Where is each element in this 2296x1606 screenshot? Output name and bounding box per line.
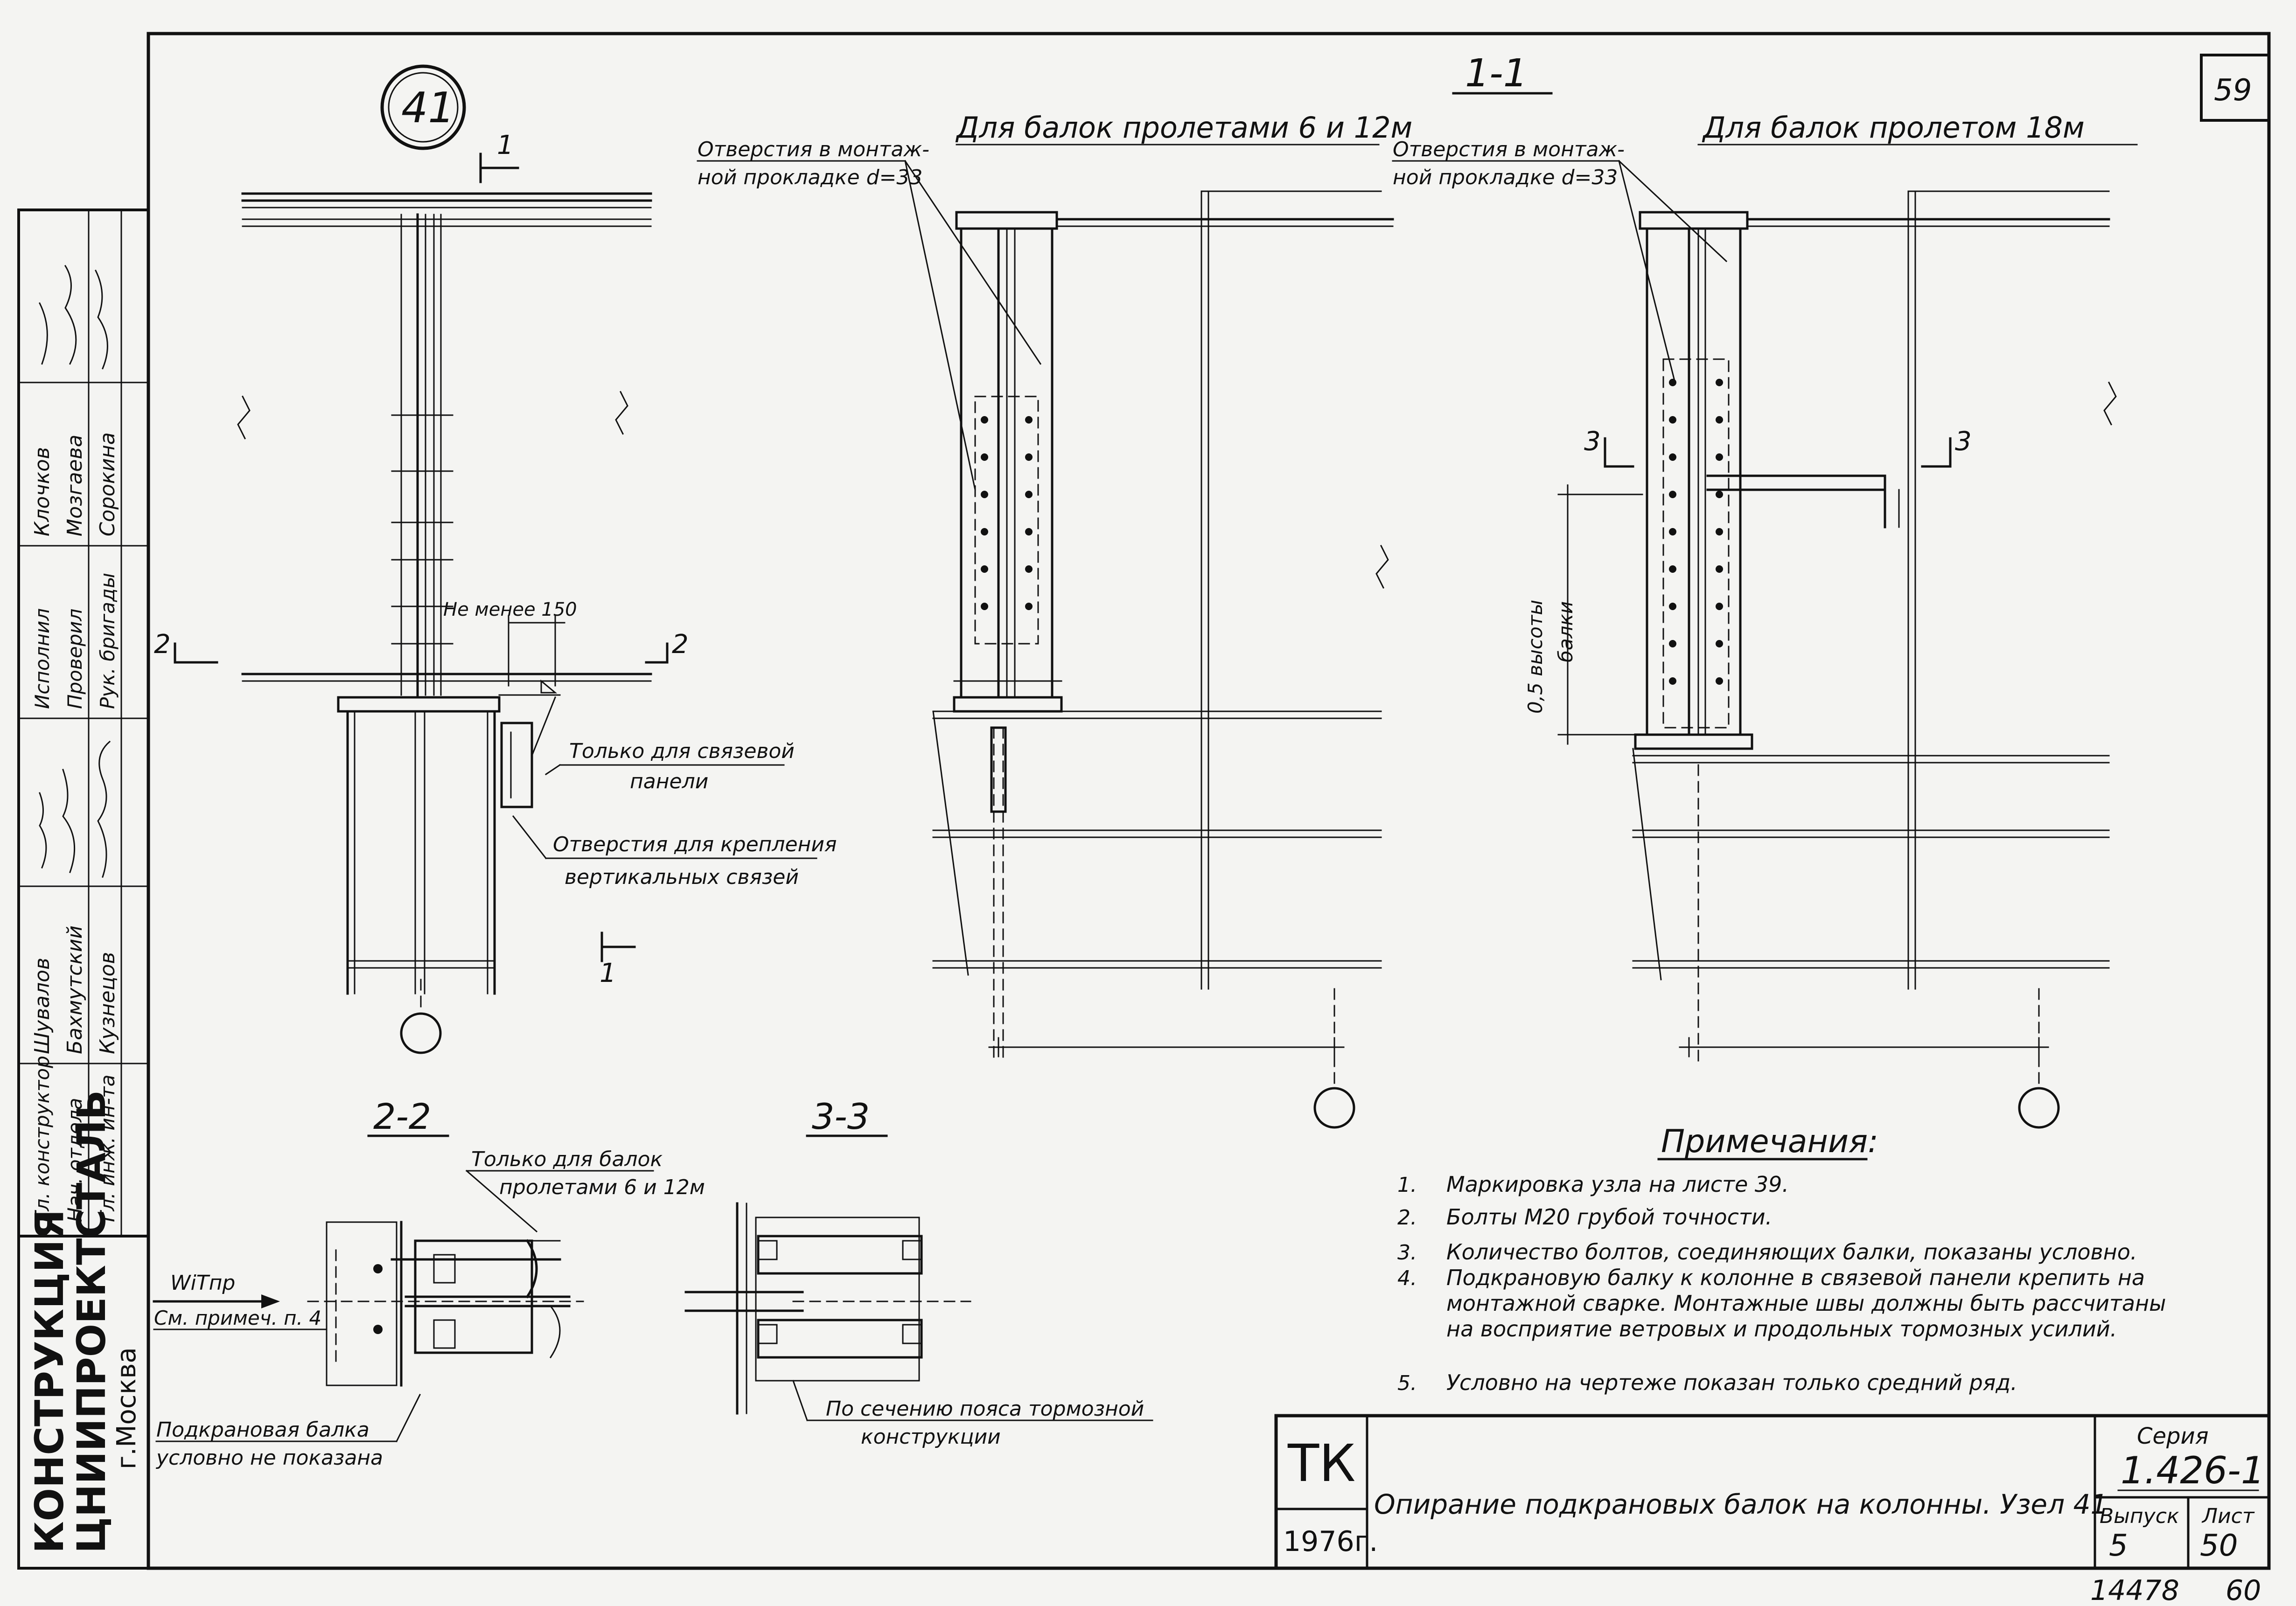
bolt-row [391,405,454,645]
corner-sheet-number: 59 [2214,73,2252,108]
role-chief-engineer: Гл. инж. ин-та [96,1075,119,1222]
label-holes-pad-2a: ной прокладке d=33 [698,166,922,189]
note-4-text: Подкрановую балку к колонне в связевой п… [1446,1265,2145,1290]
note-4-text-b: монтажной сварке. Монтажные швы должны б… [1446,1291,2166,1316]
sheet-value: 50 [2200,1529,2238,1563]
note-4-text-c: на восприятие ветровых и продольных торм… [1446,1316,2117,1342]
signature-strip: Гл. инж. ин-та Нач. отдела Гл. конструкт… [17,209,150,1570]
node-marker-number: 41 [401,83,455,132]
note-3-text: Количество болтов, соединяющих балки, по… [1446,1239,2137,1265]
title-span-6-12: Для балок пролетами 6 и 12м [955,111,1412,145]
role-chief-designer: Гл. конструктор [31,1056,54,1222]
label-half-height-2: балки [1554,601,1577,662]
name-bakhmutsky: Бахмутский [63,925,87,1054]
title-span-18: Для балок пролетом 18м [1702,111,2085,145]
role-team-lead: Рук. бригады [96,573,119,709]
label-crane-beam-1: Подкрановая балка [156,1418,370,1442]
name-mozgaeva: Мозгаева [63,435,87,536]
note-1-text: Маркировка узла на листе 39. [1446,1172,1789,1197]
label-holes-pad-1a: Отверстия в монтаж- [698,138,929,161]
label-half-height-1: 0,5 высоты [1524,600,1547,714]
label-holes-pad-1b: Отверстия в монтаж- [1393,138,1625,161]
name-shuvalov: Шувалов [30,958,54,1054]
section-2-2-title: 2-2 [373,1096,431,1137]
label-holes-vertical-2: вертикальных связей [565,865,799,889]
note-4-num: 4. [1397,1266,1417,1290]
series-value: 1.426-1 [2121,1449,2265,1492]
bolt-markers-18 [1669,379,1723,685]
label-section-belt-1: По сечению пояса тормозной [826,1397,1144,1421]
role-checked: Проверил [63,609,86,709]
note-2-num: 2. [1397,1206,1417,1230]
handwritten-number-2: 60 [2226,1574,2261,1606]
view-span-18: Для балок пролетом 18м Отверстия в монта… [1392,111,2138,1129]
node-marker: 41 [380,64,466,150]
title-year: 1976г. [1283,1525,1378,1558]
cut-2-left: 2 [154,629,171,660]
label-only-beams-2: пролетами 6 и 12м [499,1175,705,1199]
role-drawn: Исполнил [31,608,54,709]
view-span-6-12: Для балок пролетами 6 и 12м Отверстия в … [697,111,1412,1129]
drawing-title: Опирание подкрановых балок на колонны. У… [1374,1488,2108,1520]
title-block: ТК 1976г. Опирание подкрановых балок на … [1274,1414,2271,1570]
label-only-bracing-1: Только для связевой [569,739,795,763]
handwritten-signatures [38,264,111,878]
label-section-belt-2: конструкции [861,1425,1001,1449]
note-5-num: 5. [1397,1371,1417,1395]
label-see-note: См. примеч. п. 4 [154,1307,321,1329]
notes-title: Примечания: [1661,1123,1878,1160]
bolt-markers [981,416,1033,610]
title-code: ТК [1287,1433,1355,1493]
name-klochkov: Клочков [30,447,54,536]
notes-block: Примечания: 1. Маркировка узла на листе … [1397,1123,2166,1395]
issue-value: 5 [2109,1529,2128,1563]
note-2-text: Болты М20 грубой точности. [1446,1204,1772,1230]
cut-2-right: 2 [672,629,689,660]
cut-3-right: 3 [1955,426,1972,457]
cut-3-left: 3 [1584,426,1601,457]
issue-label: Выпуск [2100,1504,2179,1528]
view-front-elevation: Не менее 150 1 1 2 2 Только для связевой… [154,130,837,1054]
label-only-beams-1: Только для балок [471,1147,663,1171]
name-kuznetsov: Кузнецов [96,952,119,1054]
section-3-3: 3-3 По сечению пояса тормозной конструкц… [684,1096,1153,1449]
sheet-label: Лист [2201,1504,2255,1528]
note-3-num: 3. [1397,1241,1417,1265]
cut-1-top: 1 [497,130,514,160]
section-3-3-title: 3-3 [812,1096,870,1137]
org-city: г.Москва [112,1347,142,1469]
label-holes-vertical-1: Отверстия для крепления [553,833,837,856]
org-name-line-b: КОНСТРУКЦИЯ [27,1210,72,1553]
label-wind: WiTпр [170,1271,235,1295]
label-not-less-150: Не менее 150 [443,599,577,620]
section-2-2: 2-2 Только для балок пролетами 6 и 12м W… [153,1096,705,1470]
label-holes-pad-2b: ной прокладке d=33 [1393,166,1618,189]
label-crane-beam-2: условно не показана [155,1446,383,1470]
note-5-text: Условно на чертеже показан только средни… [1446,1370,2017,1395]
label-only-bracing-2: панели [630,770,708,793]
org-name-line-a: ЦНИИПРОЕКТСТАЛЬ [69,1090,114,1553]
handwritten-number: 14478 [2090,1574,2179,1606]
note-1-num: 1. [1397,1173,1417,1197]
name-sorokina: Сорокина [96,432,119,536]
section-1-1-title: 1-1 [1465,51,1528,96]
role-dept-head: Нач. отдела [63,1098,86,1222]
cut-1-bottom: 1 [600,958,616,988]
series-label: Серия [2137,1423,2209,1449]
